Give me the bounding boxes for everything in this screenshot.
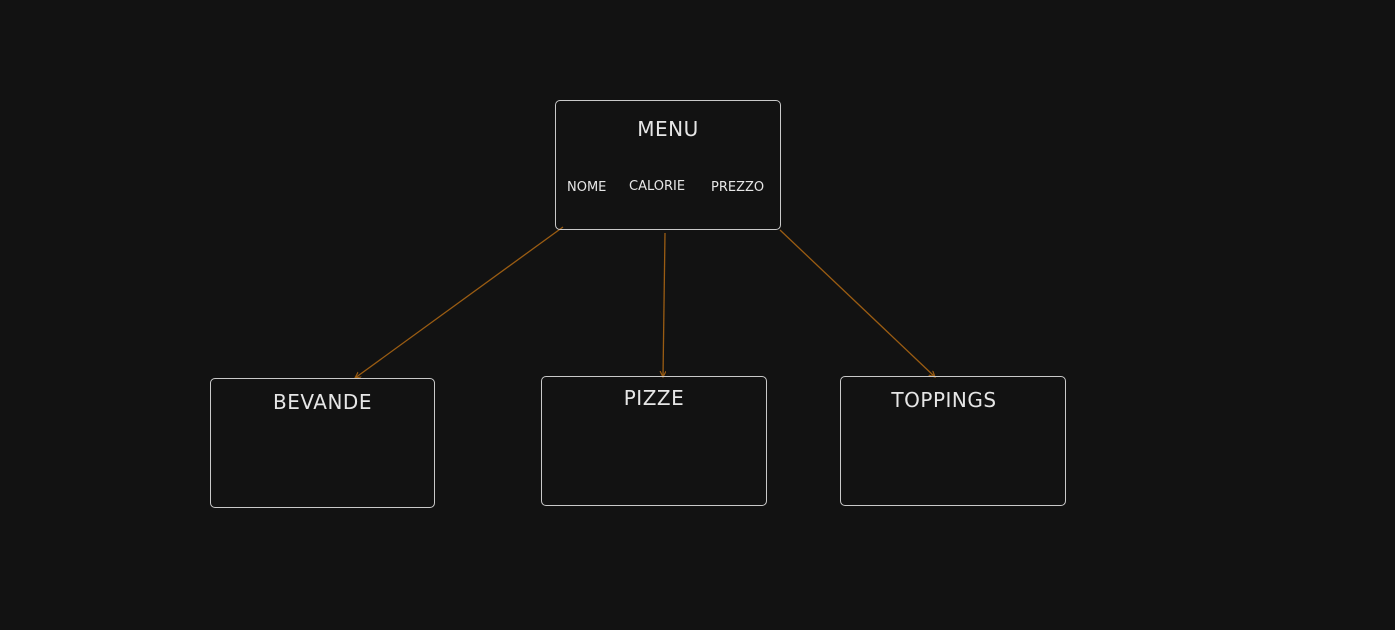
menu-field-nome: NOME: [567, 180, 607, 195]
menu-box[interactable]: MENU NOME CALORIE PREZZO: [555, 100, 781, 230]
bevande-title: BEVANDE: [273, 390, 372, 414]
arrow-menu-to-toppings: [779, 229, 935, 377]
menu-title: MENU: [637, 117, 699, 141]
menu-field-prezzo: PREZZO: [711, 180, 765, 195]
pizze-box[interactable]: PIZZE: [541, 376, 767, 506]
toppings-title: TOPPINGS: [891, 388, 997, 412]
arrow-menu-to-pizze: [663, 232, 665, 377]
arrow-menu-to-bevande: [355, 226, 564, 378]
pizze-title: PIZZE: [623, 386, 685, 410]
bevande-box[interactable]: BEVANDE: [210, 378, 435, 508]
menu-field-calorie: CALORIE: [629, 179, 686, 194]
toppings-box[interactable]: TOPPINGS: [840, 376, 1066, 506]
